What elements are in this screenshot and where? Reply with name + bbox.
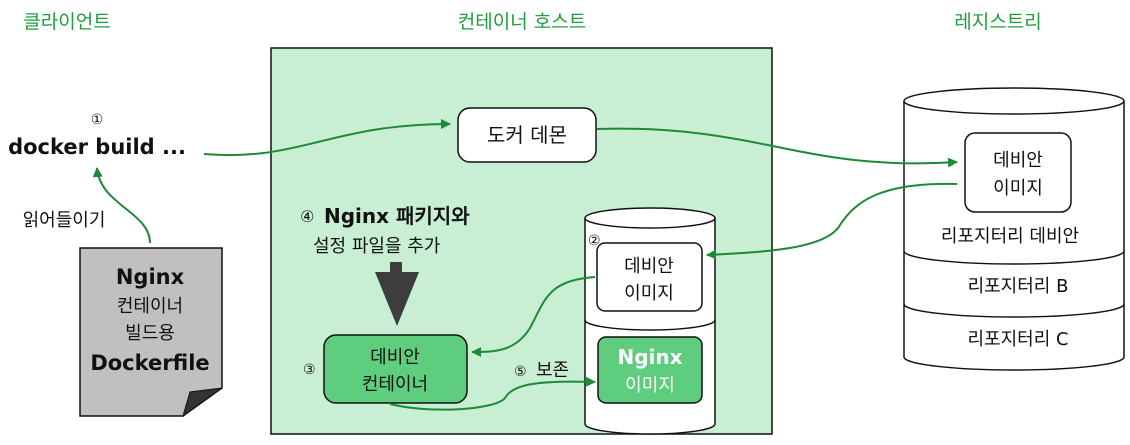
read-label: 읽어들이기 <box>23 210 106 231</box>
registry-divider-1 <box>903 250 1125 265</box>
dockerfile-line-1: Nginx <box>116 265 185 289</box>
arrow-pull-debian-image <box>706 182 958 260</box>
host-cylinder-top <box>584 207 716 229</box>
dockerfile-line-2: 컨테이너 <box>117 296 183 317</box>
repository-debian-label: 리포지터리 데비안 <box>941 226 1079 247</box>
nginx-image-box <box>597 336 703 404</box>
step-5-marker: ⑤ <box>514 364 527 380</box>
debian-container-line-1: 데비안 <box>370 347 420 368</box>
arrow-read-dockerfile <box>92 167 151 244</box>
section-title-registry: 레지스트리 <box>954 11 1041 33</box>
registry-debian-image-line-1: 데비안 <box>993 150 1043 171</box>
arrow-save-to-nginx-image <box>389 376 596 411</box>
dockerfile-line-4: Dockerfile <box>90 351 209 375</box>
step-3-marker: ③ <box>303 362 316 378</box>
docker-daemon-box <box>457 107 597 163</box>
arrow-daemon-to-registry <box>596 127 958 168</box>
nginx-image-line-1: Nginx <box>617 345 682 369</box>
docker-daemon-label: 도커 데몬 <box>487 123 567 147</box>
save-label: 보존 <box>536 360 569 381</box>
step-4-line-1: Nginx 패키지와 <box>324 204 470 228</box>
arrow-build-to-daemon <box>203 119 451 157</box>
repository-b-label: 리포지터리 B <box>968 276 1069 297</box>
nginx-image-line-2: 이미지 <box>625 375 675 396</box>
docker-build-command: docker build ... <box>8 135 186 159</box>
dockerfile-page-fold <box>182 387 223 418</box>
repository-c-label: 리포지터리 C <box>967 329 1068 350</box>
arrow-run-container <box>471 276 596 357</box>
debian-container-box <box>323 334 468 404</box>
step-4-marker: ④ <box>300 207 314 226</box>
section-title-host: 컨테이너 호스트 <box>458 11 586 33</box>
host-debian-image-line-1: 데비안 <box>624 256 674 277</box>
step-2-marker: ② <box>588 233 601 249</box>
section-title-client: 클라이언트 <box>23 11 110 33</box>
host-debian-image-box <box>596 242 703 312</box>
dockerfile-line-3: 빌드용 <box>125 323 175 344</box>
step-1-marker: ① <box>91 112 104 128</box>
registry-cylinder-top <box>903 87 1125 115</box>
host-debian-image-line-2: 이미지 <box>624 283 674 304</box>
debian-container-line-2: 컨테이너 <box>362 374 428 395</box>
host-cylinder-divider <box>584 319 716 331</box>
registry-divider-2 <box>903 303 1125 318</box>
registry-debian-image-box <box>964 132 1072 213</box>
add-files-down-arrow <box>375 262 419 326</box>
registry-debian-image-line-2: 이미지 <box>993 178 1043 199</box>
step-4-line-2: 설정 파일을 추가 <box>313 236 440 257</box>
